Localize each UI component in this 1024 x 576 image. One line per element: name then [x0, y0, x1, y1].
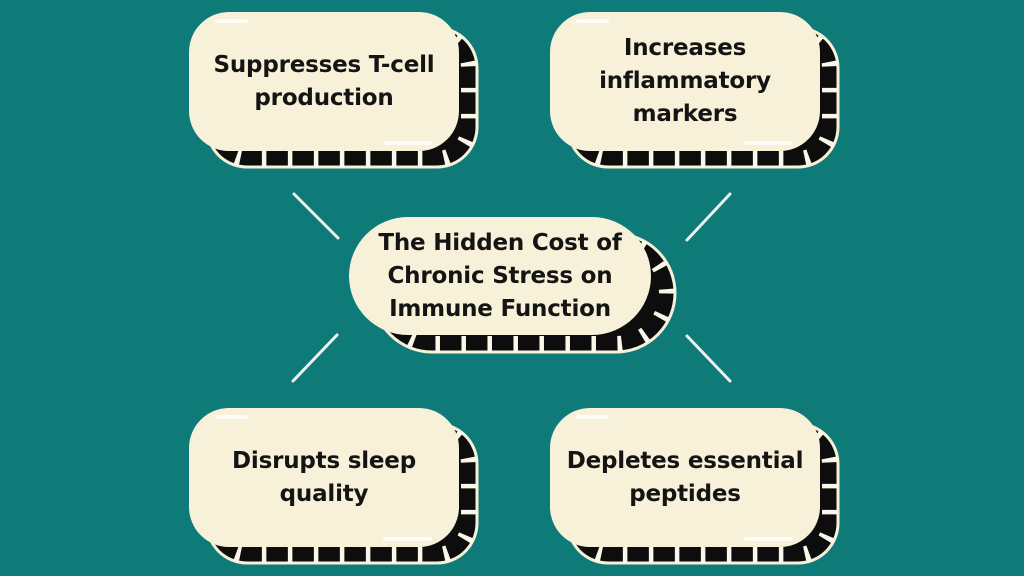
connector-top-right [685, 192, 732, 242]
connector-bottom-right [685, 334, 732, 383]
branch-card-top-left: Suppresses T-cell production [189, 12, 459, 151]
shine-mark-top [215, 19, 248, 23]
branch-label-bottom-right: Depletes essential peptides [567, 445, 804, 511]
label-line: Disrupts sleep [232, 447, 416, 474]
shine-mark-top [576, 415, 609, 419]
connector-bottom-left [291, 333, 339, 383]
branch-node-top-left: Suppresses T-cell production [189, 12, 479, 169]
connector-top-left [292, 192, 340, 240]
branch-card-bottom-right: Depletes essential peptides [550, 408, 820, 547]
branch-node-bottom-left: Disrupts sleep quality [189, 408, 479, 565]
branch-card-top-right: Increases inflammatory markers [550, 12, 820, 151]
shine-mark-bottom [383, 141, 432, 145]
branch-node-top-right: Increases inflammatory markers [550, 12, 840, 169]
center-title: The Hidden Cost of Chronic Stress on Imm… [378, 227, 621, 326]
center-card: The Hidden Cost of Chronic Stress on Imm… [349, 217, 651, 335]
label-line: peptides [629, 480, 741, 507]
center-node: The Hidden Cost of Chronic Stress on Imm… [349, 217, 677, 354]
label-line: Depletes essential [566, 447, 804, 474]
branch-label-bottom-left: Disrupts sleep quality [232, 445, 416, 511]
shine-mark-top [576, 19, 609, 23]
branch-label-top-right: Increases inflammatory markers [599, 32, 771, 131]
label-line: production [254, 84, 394, 111]
shine-mark-bottom [744, 141, 793, 145]
label-line: Suppresses T-cell [213, 51, 435, 78]
label-line: quality [279, 480, 369, 507]
shine-mark-bottom [744, 537, 793, 541]
branch-card-bottom-left: Disrupts sleep quality [189, 408, 459, 547]
label-line: markers [632, 101, 738, 127]
label-line: The Hidden Cost of [378, 229, 622, 256]
branch-node-bottom-right: Depletes essential peptides [550, 408, 840, 565]
shine-mark-top [215, 415, 248, 419]
label-line: Increases [623, 35, 747, 61]
branch-label-top-left: Suppresses T-cell production [214, 49, 435, 115]
label-line: inflammatory [599, 68, 771, 94]
shine-mark-bottom [383, 537, 432, 541]
label-line: Chronic Stress on [387, 262, 613, 289]
label-line: Immune Function [389, 295, 611, 322]
